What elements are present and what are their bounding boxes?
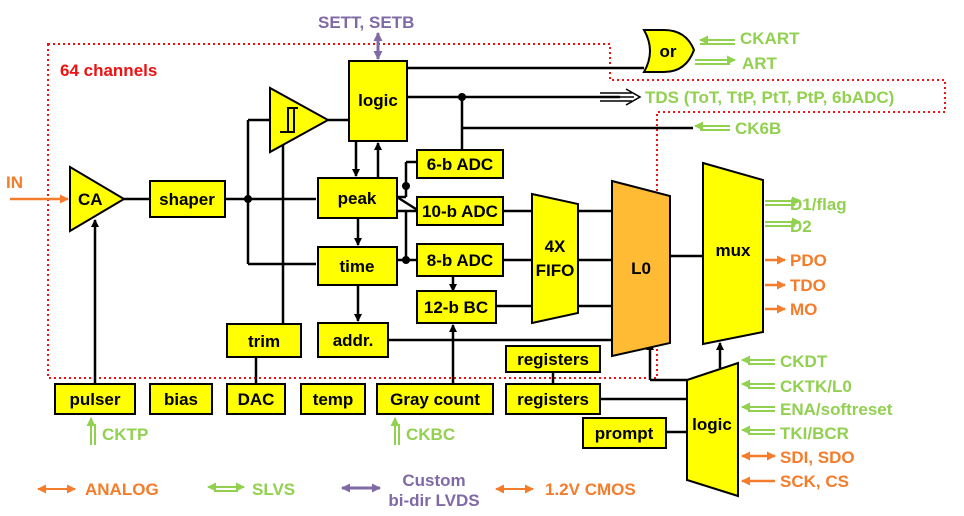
ckdt-label: CKDT	[780, 352, 828, 371]
mux-block	[702, 161, 764, 346]
bias-label: bias	[164, 390, 198, 409]
channels-label: 64 channels	[60, 61, 157, 80]
cktp-arrow	[86, 417, 96, 445]
dac-label: DAC	[238, 390, 275, 409]
pulser-label: pulser	[69, 390, 120, 409]
cktp-label: CKTP	[102, 425, 148, 444]
sdi-label: SDI, SDO	[780, 448, 855, 467]
trim-label: trim	[248, 332, 280, 351]
registers-block	[505, 383, 601, 415]
ena-label: ENA/softreset	[780, 400, 893, 419]
addr-label: addr.	[333, 331, 374, 350]
gray-count-label: Gray count	[390, 390, 480, 409]
addr-block	[317, 322, 389, 358]
registers-top-block	[505, 345, 601, 373]
legend-custom-label-2: bi-dir LVDS	[388, 491, 479, 510]
legend-cmos-label: 1.2V CMOS	[545, 480, 636, 499]
legend-custom-label-1: Custom	[402, 471, 465, 490]
tds-label: TDS (ToT, TtP, PtT, PtP, 6bADC)	[645, 88, 894, 107]
dac-block	[226, 383, 286, 415]
sett-setb-label: SETT, SETB	[318, 13, 414, 32]
ca-amplifier	[69, 165, 126, 233]
adc-6b-block	[416, 149, 504, 179]
signal-lines	[91, 66, 724, 434]
pulser-block	[54, 383, 136, 415]
fifo-block	[531, 192, 579, 325]
fifo-label-1: 4X	[545, 237, 566, 256]
peak-label: peak	[338, 189, 377, 208]
shaper-block	[149, 180, 226, 218]
art-arrow	[695, 55, 736, 65]
trim-block	[226, 323, 302, 358]
adc-10b-block	[416, 196, 504, 226]
ckbc-label: CKBC	[406, 425, 455, 444]
ck6b-arrow	[462, 121, 730, 131]
sck-label: SCK, CS	[780, 472, 849, 491]
d1-arrow	[765, 196, 801, 206]
logic-bottom-label: logic	[692, 415, 732, 434]
art-label: ART	[742, 54, 778, 73]
tdo-label: TDO	[790, 276, 826, 295]
fifo-label-2: FIFO	[536, 261, 575, 280]
tki-arrow	[741, 425, 775, 435]
d2-arrow	[765, 217, 801, 227]
adc-8b-block	[416, 243, 504, 277]
ena-arrow	[741, 402, 775, 412]
ca-label: CA	[78, 190, 103, 209]
logic-block-bottom	[686, 361, 739, 498]
mux-label: mux	[716, 241, 752, 260]
bias-block	[149, 383, 213, 415]
d1-label: D1/flag	[790, 195, 847, 214]
discriminator	[269, 86, 331, 154]
bc-12b-block	[416, 290, 497, 324]
cktk-label: CKTK/L0	[780, 377, 852, 396]
legend-slvs-label: SLVS	[252, 480, 295, 499]
legend-slvs-arrow	[207, 482, 245, 492]
time-label: time	[340, 257, 375, 276]
temp-label: temp	[313, 390, 354, 409]
pdo-label: PDO	[790, 251, 827, 270]
time-block	[317, 246, 398, 286]
legend-analog-label: ANALOG	[85, 480, 159, 499]
prompt-block	[582, 417, 667, 449]
l0-label: L0	[631, 259, 651, 278]
channel-boundary	[47, 43, 946, 379]
mo-label: MO	[790, 300, 817, 319]
registers-top-label: registers	[517, 350, 589, 369]
ckart-arrow	[699, 35, 735, 45]
adc-6b-label: 6-b ADC	[427, 155, 493, 174]
temp-block	[300, 383, 366, 415]
logic-block-top	[348, 60, 408, 142]
adc-10b-label: 10-b ADC	[422, 202, 498, 221]
logic-top-label: logic	[358, 91, 398, 110]
or-gate	[642, 29, 696, 73]
tki-label: TKI/BCR	[780, 424, 849, 443]
ckbc-arrow	[390, 417, 400, 445]
bc-12b-label: 12-b BC	[424, 298, 488, 317]
registers-label: registers	[517, 390, 589, 409]
adc-8b-label: 8-b ADC	[427, 251, 493, 270]
or-label: or	[660, 42, 677, 61]
l0-block	[611, 179, 671, 358]
tds-bus-arrow	[600, 88, 642, 106]
cktk-arrow	[741, 379, 775, 389]
ckdt-arrow	[741, 355, 775, 365]
peak-block	[317, 177, 398, 219]
ckart-label: CKART	[740, 29, 800, 48]
shaper-label: shaper	[159, 190, 215, 209]
d2-label: D2	[790, 217, 812, 236]
prompt-label: prompt	[595, 424, 654, 443]
schmitt-trigger-icon	[280, 107, 298, 133]
ck6b-label: CK6B	[735, 119, 781, 138]
gray-count-block	[376, 383, 494, 415]
in-label: IN	[6, 173, 23, 192]
